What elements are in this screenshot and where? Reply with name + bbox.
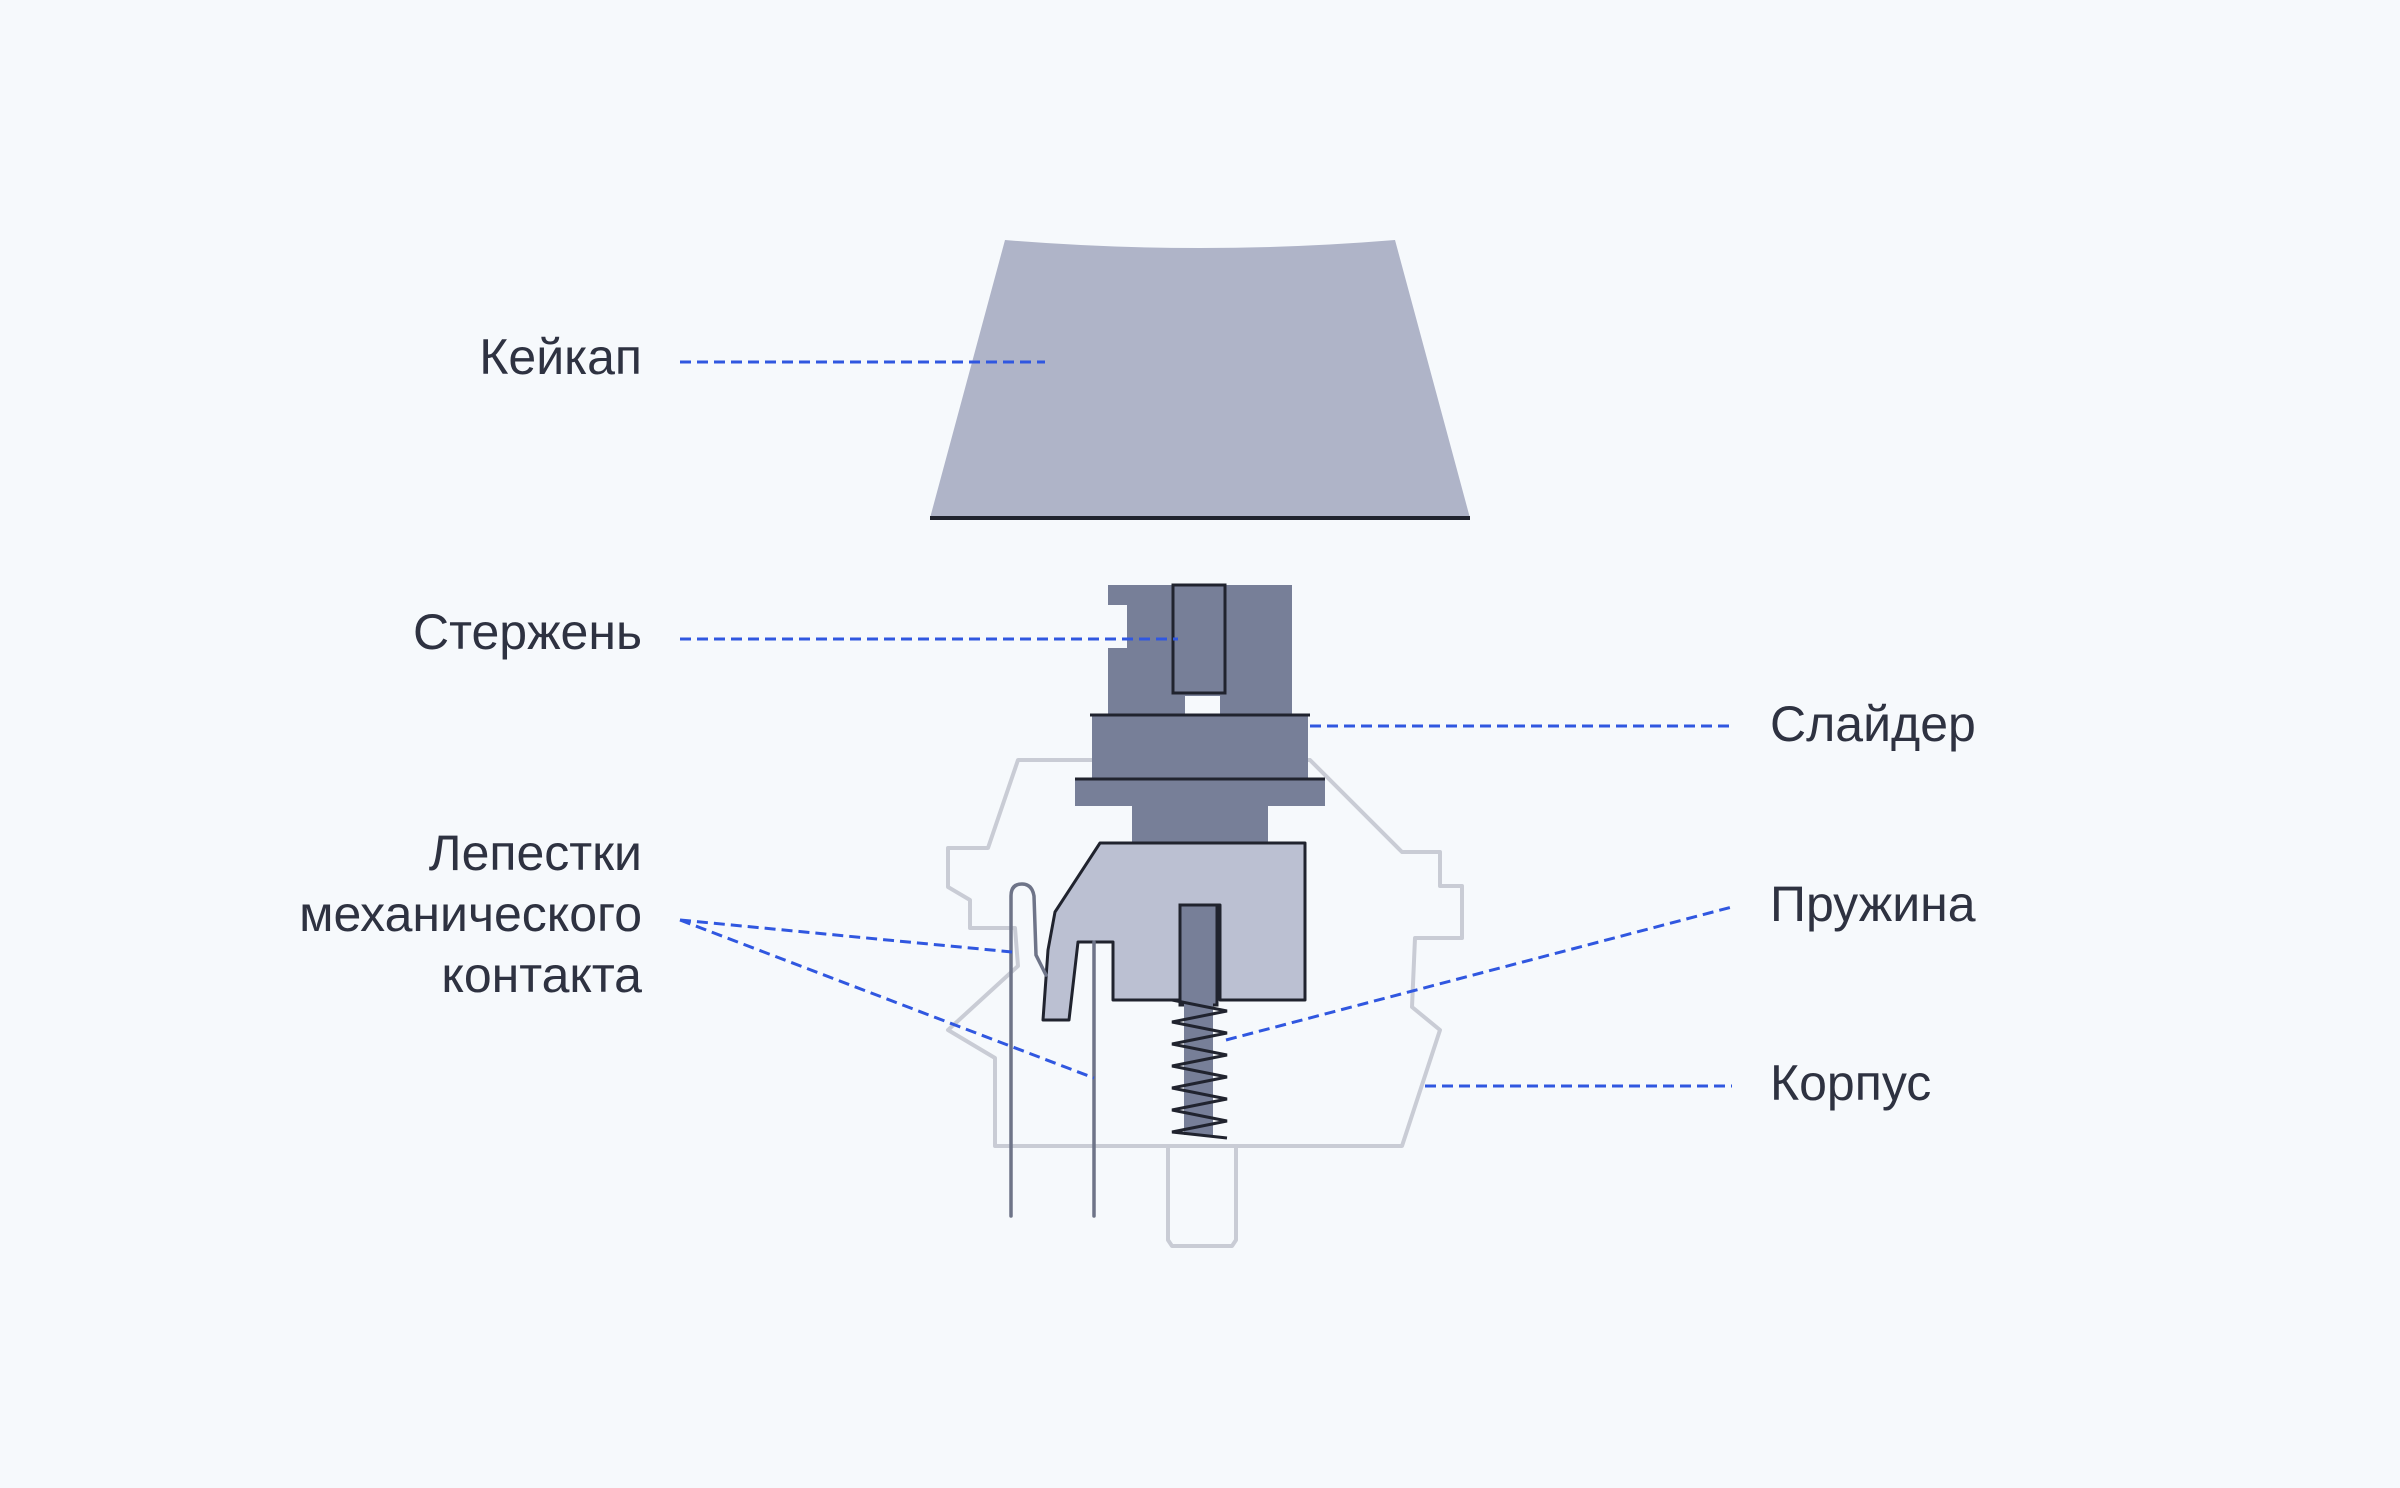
leader-contact-1 bbox=[679, 918, 1013, 954]
label-contacts-line1: Лепестки bbox=[428, 825, 642, 881]
leader-contact-2 bbox=[679, 918, 1095, 1080]
leader-lines bbox=[679, 360, 1733, 1088]
keycap bbox=[930, 240, 1470, 518]
spring-coil bbox=[1171, 998, 1228, 1140]
slider-neck bbox=[1132, 806, 1268, 844]
label-keycap: Кейкап bbox=[479, 329, 642, 385]
slider-top-block bbox=[1075, 714, 1325, 806]
label-contacts-line3: контакта bbox=[441, 947, 642, 1003]
label-spring: Пружина bbox=[1770, 876, 1976, 932]
stem bbox=[1108, 585, 1292, 714]
contact-leaves bbox=[1009, 882, 1096, 1218]
contact-leaf-left bbox=[1009, 882, 1048, 1218]
slider-body bbox=[1041, 841, 1307, 1022]
housing-bottom-pin bbox=[1166, 1146, 1238, 1248]
slider-rod bbox=[1178, 903, 1219, 1007]
slider bbox=[1041, 713, 1325, 1022]
label-housing: Корпус bbox=[1770, 1055, 1932, 1111]
housing-outline bbox=[946, 758, 1464, 1148]
label-slider: Слайдер bbox=[1770, 696, 1976, 752]
label-contacts-line2: механического bbox=[299, 886, 642, 942]
spring bbox=[1171, 998, 1228, 1140]
leader-spring bbox=[1225, 905, 1733, 1042]
label-stem: Стержень bbox=[413, 604, 642, 660]
housing bbox=[946, 758, 1464, 1248]
label-contacts: Лепестки механического контакта bbox=[299, 823, 642, 1006]
